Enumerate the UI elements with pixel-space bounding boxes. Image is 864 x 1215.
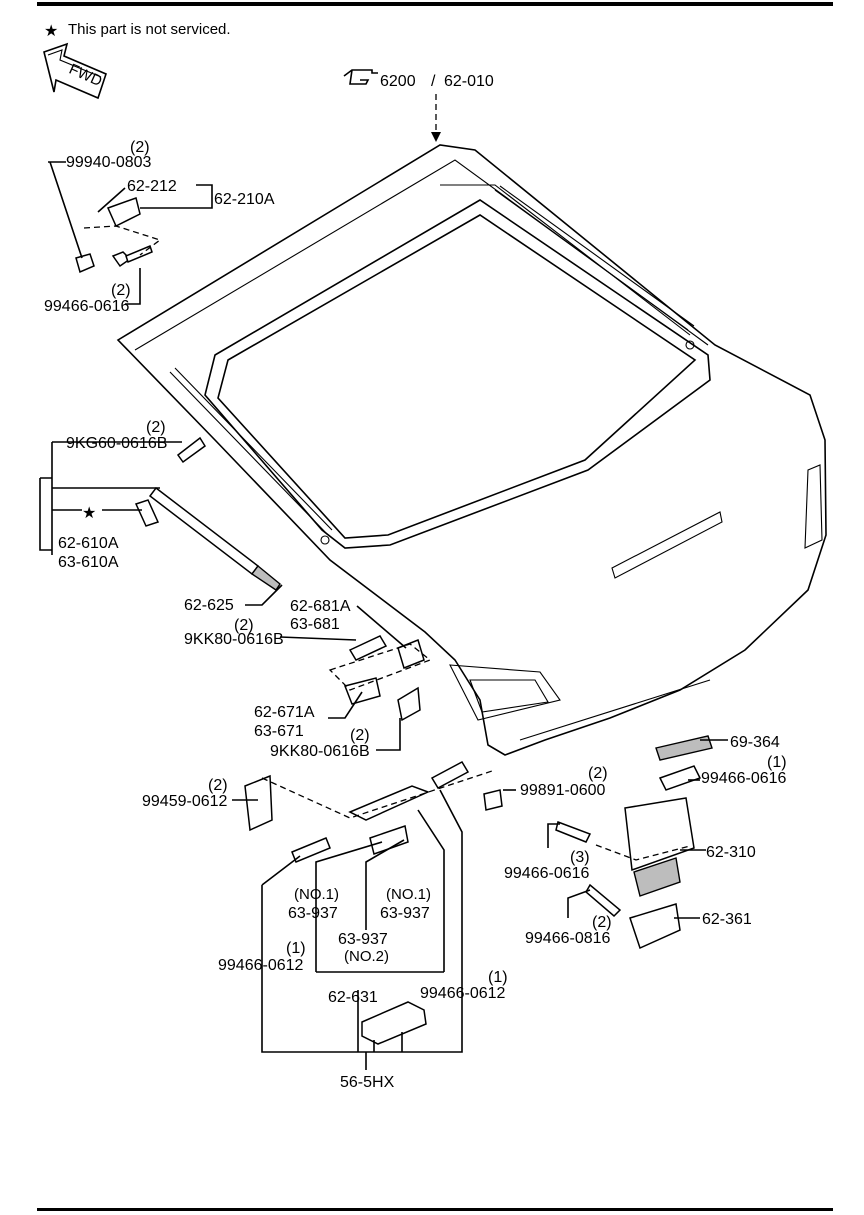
hinge-assembly (75, 197, 162, 274)
label-part: 9KK80-0616B (270, 743, 370, 760)
label-no: (NO.1) (294, 886, 339, 903)
label-qty: (2) (130, 139, 150, 156)
label-qty: (2) (146, 419, 166, 436)
label-qty: (2) (234, 617, 254, 634)
label-qty: (2) (588, 765, 608, 782)
latch-assembly (555, 735, 713, 950)
garnish-parts (328, 635, 432, 722)
switch-module (361, 1001, 427, 1045)
label-part: 9KG60-0616B (66, 435, 167, 452)
label-qty: (1) (286, 940, 306, 957)
section-reference: 6200 / 62-010 (343, 69, 494, 142)
label-part: 63-937 (288, 905, 338, 922)
label-part: 62-361 (702, 911, 752, 928)
label-part: 99466-0612 (420, 985, 506, 1002)
label-part: 99466-0612 (218, 957, 304, 974)
label-part: 99940-0803 (66, 154, 152, 171)
label-part: 99466-0616 (44, 298, 130, 315)
star-icon: ★ (82, 505, 96, 522)
label-qty: (1) (488, 969, 508, 986)
label-part: 99466-0616 (504, 865, 590, 882)
label-qty: (3) (570, 849, 590, 866)
label-part: 63-681 (290, 616, 340, 633)
star-icon: ★ (44, 23, 58, 40)
label-part: 62-212 (127, 178, 177, 195)
bottom-rule (37, 1208, 833, 1211)
label-no: (NO.2) (344, 948, 389, 965)
label-qty: (1) (767, 754, 787, 771)
label-qty: (2) (592, 914, 612, 931)
label-part: 99466-0616 (701, 770, 787, 787)
label-part: 99459-0612 (142, 793, 228, 810)
section-sep: / (431, 73, 436, 90)
handle-bracket (244, 761, 503, 863)
label-part: 62-625 (184, 597, 234, 614)
label-part: 63-937 (380, 905, 430, 922)
label-part: 62-610A (58, 535, 119, 552)
part-labels: (2) 99940-0803 62-212 62-210A (2) 99466-… (44, 139, 787, 1091)
label-qty: (2) (208, 777, 228, 794)
pointing-hand-icon (343, 69, 378, 85)
label-part: 63-937 (338, 931, 388, 948)
fwd-text: FWD (66, 61, 104, 90)
label-no: (NO.1) (386, 886, 431, 903)
label-part: 62-310 (706, 844, 756, 861)
service-note: ★ This part is not serviced. (44, 21, 231, 40)
section-main: 6200 (380, 73, 416, 90)
label-part: 63-671 (254, 723, 304, 740)
label-part: 69-364 (730, 734, 780, 751)
top-rule (37, 2, 833, 6)
label-part: 63-610A (58, 554, 119, 571)
label-part: 62-210A (214, 191, 275, 208)
label-part: 62-671A (254, 704, 315, 721)
label-part: 9KK80-0616B (184, 631, 284, 648)
label-qty: (2) (111, 282, 131, 299)
label-part: 56-5HX (340, 1074, 395, 1091)
label-part: 62-681A (290, 598, 351, 615)
label-qty: (2) (350, 727, 370, 744)
label-part: 99891-0600 (520, 782, 606, 799)
fwd-arrow-icon: FWD (43, 42, 107, 100)
section-sub: 62-010 (444, 73, 494, 90)
leader-lines (39, 161, 728, 1070)
gas-strut (134, 436, 281, 591)
label-part: 62-631 (328, 989, 378, 1006)
liftgate-drawing (116, 144, 827, 756)
note-text: This part is not serviced. (68, 21, 231, 38)
label-part: 99466-0816 (525, 930, 611, 947)
